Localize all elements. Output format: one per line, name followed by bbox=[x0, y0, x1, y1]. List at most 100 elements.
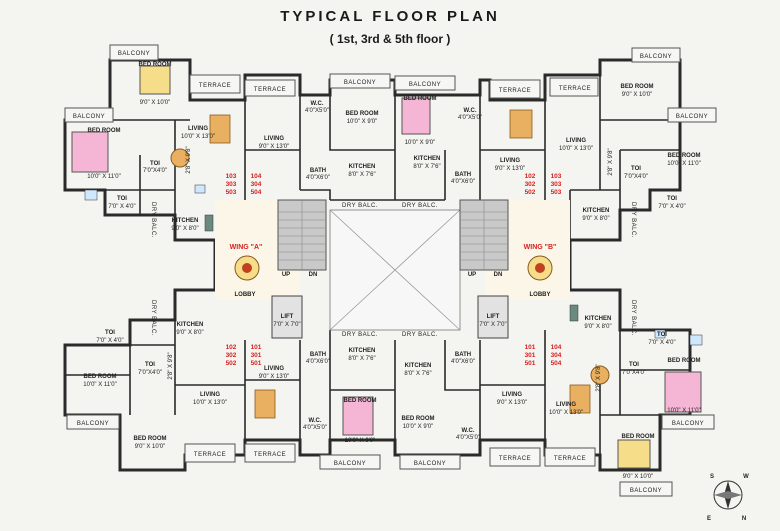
flat-number: 103 bbox=[226, 173, 237, 180]
toi-label: TOI bbox=[657, 332, 667, 338]
balcony-label: BALCONY bbox=[630, 488, 662, 494]
balcony-label: BALCONY bbox=[409, 82, 441, 88]
bedroom-label: BED ROOM bbox=[134, 436, 167, 442]
balcony-label: BALCONY bbox=[676, 114, 708, 120]
bath-dim: 4'0"X6'0" bbox=[451, 179, 475, 185]
kitchen-label: KITCHEN bbox=[172, 218, 199, 224]
stair-down-label: DN bbox=[309, 272, 318, 278]
kitchen-dim: 9'0" X 8'0" bbox=[584, 324, 611, 330]
terrace-label: TERRACE bbox=[254, 87, 286, 93]
bedroom-label: BED ROOM bbox=[139, 62, 172, 68]
stair-down-label: DN bbox=[494, 272, 503, 278]
flat-number: 503 bbox=[226, 189, 237, 196]
kitchen-dim: 9'0" X 8'0" bbox=[176, 330, 203, 336]
flat-number: 504 bbox=[551, 360, 562, 367]
living-dim: 10'0" X 13'0" bbox=[193, 400, 227, 406]
lift-label: LIFT bbox=[281, 314, 294, 320]
bedroom-dim: 10'0" X 9'0" bbox=[405, 140, 436, 146]
living-label: LIVING bbox=[556, 402, 576, 408]
flat-number: 503 bbox=[551, 189, 562, 196]
bath-dim: 4'0"X6'0" bbox=[306, 359, 330, 365]
toi-dim: 7'0"X4'0" bbox=[622, 370, 646, 376]
bedroom-dim: 9'0" X 10'0" bbox=[140, 100, 171, 106]
bath-label: BATH bbox=[310, 352, 326, 358]
flat-numbers: 103 303 503 104 304 504 102 302 502 103 … bbox=[226, 173, 562, 367]
toi-dim: 7'0" X 4'0" bbox=[648, 340, 675, 346]
central-void bbox=[329, 209, 461, 331]
balcony-label: BALCONY bbox=[672, 421, 704, 427]
kitchen-dim: 8'0" X 7'6" bbox=[413, 164, 440, 170]
flat-number: 504 bbox=[251, 189, 262, 196]
dry-balcony-label: DRY BALC. bbox=[402, 332, 438, 338]
flat-number: 302 bbox=[226, 352, 237, 359]
flat-number: 304 bbox=[551, 352, 562, 359]
terrace-label: TERRACE bbox=[499, 456, 531, 462]
bedroom-label: BED ROOM bbox=[344, 398, 377, 404]
toi-label: TOI bbox=[667, 196, 677, 202]
living-dim: 9'0" X 13'0" bbox=[495, 166, 526, 172]
bedroom-dim: 10'0" X 11'0" bbox=[667, 408, 700, 414]
toi-label: TOI bbox=[105, 330, 115, 336]
kitchen-dim: 8'0" X 7'6" bbox=[348, 172, 375, 178]
living-label: LIVING bbox=[264, 366, 284, 372]
living-label: LIVING bbox=[502, 392, 522, 398]
kitchen-label: KITCHEN bbox=[405, 363, 432, 369]
bedroom-dim: 10'0" X 9'0" bbox=[403, 424, 434, 430]
bedroom-label: BED ROOM bbox=[404, 96, 437, 102]
bedroom-dim: 9'0" X 10'0" bbox=[623, 474, 654, 480]
bedroom-dim: 10'0" X 9'0" bbox=[345, 438, 376, 444]
bedroom-label: BED ROOM bbox=[622, 434, 655, 440]
kitchen-dim: 8'0" X 7'6" bbox=[348, 356, 375, 362]
living-label: LIVING bbox=[200, 392, 220, 398]
dry-balcony-label: DRY BALC. bbox=[150, 300, 156, 336]
wc-label: W.C. bbox=[464, 108, 477, 114]
bedroom-label: BED ROOM bbox=[621, 84, 654, 90]
balcony-label: BALCONY bbox=[334, 461, 366, 467]
toi-label: TOI bbox=[629, 362, 639, 368]
bath-label: BATH bbox=[310, 168, 326, 174]
wc-label: W.C. bbox=[309, 418, 322, 424]
wc-dim: 4'0"X5'0" bbox=[303, 425, 327, 431]
wc-dim: 4'0"X5'0" bbox=[456, 435, 480, 441]
flat-number: 101 bbox=[525, 344, 536, 351]
living-dim: 10'0" X 13'0" bbox=[181, 134, 215, 140]
dry-balcony-label: DRY BALC. bbox=[342, 332, 378, 338]
staircases bbox=[271, 199, 509, 339]
bath-dim: 4'0"X6'0" bbox=[306, 175, 330, 181]
compass-s: S bbox=[710, 474, 714, 480]
bedroom-label: BED ROOM bbox=[668, 153, 701, 159]
flat-number: 304 bbox=[251, 181, 262, 188]
compass-icon: N S E W bbox=[707, 474, 749, 522]
dry-balcony-label: DRY BALC. bbox=[150, 202, 156, 238]
terrace-label: TERRACE bbox=[254, 452, 286, 458]
dry-balcony-label: DRY BALC. bbox=[630, 300, 636, 336]
living-dim: 9'0" X 13'0" bbox=[259, 144, 290, 150]
lift-label: LIFT bbox=[487, 314, 500, 320]
bedroom-dim: 9'0" X 10'0" bbox=[622, 92, 653, 98]
bath-label: BATH bbox=[455, 352, 471, 358]
bedroom-label: BED ROOM bbox=[668, 358, 701, 364]
dining-dim: 2'8" X 9'8" bbox=[168, 352, 174, 379]
lobby-label: LOBBY bbox=[530, 292, 551, 298]
living-dim: 10'0" X 13'0" bbox=[549, 410, 583, 416]
terrace-label: TERRACE bbox=[194, 452, 226, 458]
toi-label: TOI bbox=[145, 362, 155, 368]
wing-a-label: WING "A" bbox=[230, 244, 263, 251]
flat-number: 303 bbox=[551, 181, 562, 188]
living-dim: 9'0" X 13'0" bbox=[259, 374, 290, 380]
wc-label: W.C. bbox=[462, 428, 475, 434]
bed-furniture bbox=[71, 65, 702, 469]
dry-balcony-label: DRY BALC. bbox=[402, 203, 438, 209]
kitchen-label: KITCHEN bbox=[583, 208, 610, 214]
terrace-label: TERRACE bbox=[554, 456, 586, 462]
toi-dim: 7'0" X 4'0" bbox=[96, 338, 123, 344]
flat-number: 501 bbox=[525, 360, 536, 367]
toi-dim: 7'0"X4'0" bbox=[138, 370, 162, 376]
bath-dim: 4'0"X6'0" bbox=[451, 359, 475, 365]
stair-up-label: UP bbox=[468, 272, 476, 278]
bedroom-dim: 10'0" X 11'0" bbox=[87, 174, 120, 180]
flat-number: 301 bbox=[525, 352, 536, 359]
balconies bbox=[64, 44, 717, 497]
wing-b-label: WING "B" bbox=[524, 244, 557, 251]
flat-number: 502 bbox=[525, 189, 536, 196]
